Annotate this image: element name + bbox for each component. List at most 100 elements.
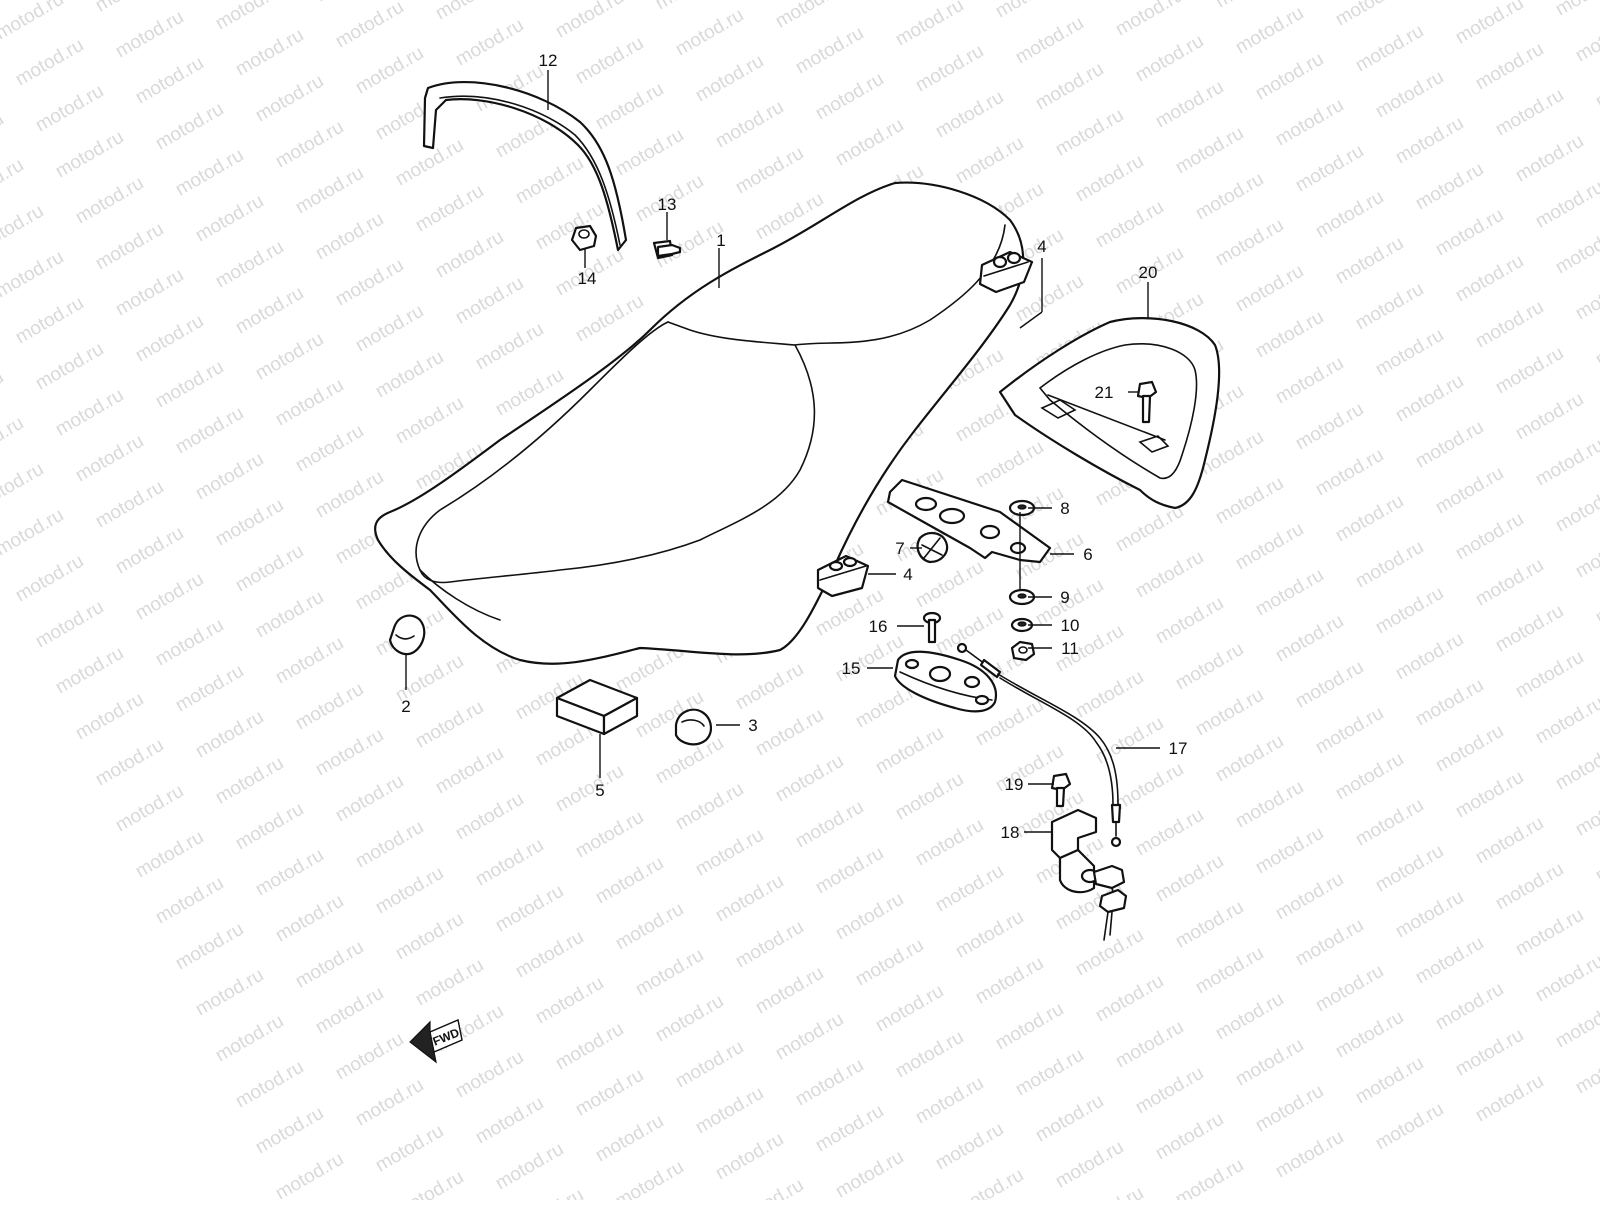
watermark-text: motod.ru (472, 835, 547, 891)
watermark-text: motod.ru (1032, 59, 1107, 115)
watermark-text: motod.ru (1272, 353, 1347, 409)
callout-1: 1 (716, 231, 725, 250)
watermark-text: motod.ru (1472, 39, 1547, 95)
watermark-text: motod.ru (1452, 0, 1527, 48)
part-6-bracket (886, 478, 1052, 564)
watermark-text: motod.ru (0, 247, 67, 303)
watermark-text: motod.ru (72, 431, 147, 487)
watermark-text: motod.ru (1152, 851, 1227, 907)
watermark-text: motod.ru (1192, 169, 1267, 225)
watermark-text: motod.ru (892, 769, 967, 825)
watermark-text: motod.ru (952, 133, 1027, 189)
watermark-text: motod.ru (412, 697, 487, 753)
watermark-text: motod.ru (252, 329, 327, 385)
part-13-bolt (652, 239, 682, 260)
watermark-text: motod.ru (152, 357, 227, 413)
part-20-tail-cover (998, 317, 1221, 510)
watermark-text: motod.ru (1312, 445, 1387, 501)
watermark-text: motod.ru (1392, 629, 1467, 685)
callout-10: 10 (1061, 616, 1080, 635)
watermark-text: motod.ru (772, 751, 847, 807)
part-14-collar (570, 224, 598, 252)
watermark-text: motod.ru (672, 5, 747, 61)
watermark-text: motod.ru (232, 283, 307, 339)
watermark-text: motod.ru (812, 843, 887, 899)
watermark-text: motod.ru (252, 1103, 327, 1159)
watermark-text: motod.ru (472, 319, 547, 375)
watermark-text: motod.ru (1072, 667, 1147, 723)
watermark-text: motod.ru (1312, 961, 1387, 1017)
watermark-text: motod.ru (1092, 713, 1167, 769)
watermark-text: motod.ru (552, 1019, 627, 1075)
watermark-text: motod.ru (1532, 693, 1600, 749)
part-15-latch (893, 650, 998, 713)
watermark-text: motod.ru (12, 551, 87, 607)
watermark-text: motod.ru (1392, 113, 1467, 169)
watermark-text: motod.ru (412, 181, 487, 237)
watermark-text: motod.ru (552, 761, 627, 817)
watermark-text: motod.ru (1412, 675, 1487, 731)
watermark-text: motod.ru (32, 597, 107, 653)
watermark-text: motod.ru (812, 1101, 887, 1157)
part-21-bolt (1136, 380, 1158, 424)
watermark-text: motod.ru (132, 827, 207, 883)
watermark-text: motod.ru (1172, 1155, 1247, 1200)
watermark-text: motod.ru (1252, 307, 1327, 363)
watermark-text: motod.ru (912, 1073, 987, 1129)
watermark-text: motod.ru (432, 743, 507, 799)
watermark-text: motod.ru (1432, 721, 1507, 777)
watermark-text: motod.ru (112, 523, 187, 579)
watermark-text: motod.ru (32, 81, 107, 137)
watermark-text: motod.ru (292, 421, 367, 477)
watermark-text: motod.ru (1592, 573, 1600, 629)
watermark-text: motod.ru (1552, 997, 1600, 1053)
watermark-text: motod.ru (1412, 159, 1487, 215)
watermark-text: motod.ru (1412, 933, 1487, 989)
watermark-text: motod.ru (1092, 971, 1167, 1027)
watermark-text: motod.ru (1272, 869, 1347, 925)
watermark-text: motod.ru (212, 753, 287, 809)
watermark-text: motod.ru (592, 1111, 667, 1167)
watermark-text: motod.ru (1112, 501, 1187, 557)
watermark-text: motod.ru (952, 907, 1027, 963)
watermark-text: motod.ru (792, 797, 867, 853)
watermark-text: motod.ru (512, 927, 587, 983)
watermark-text: motod.ru (892, 0, 967, 50)
part-17-cable (956, 642, 1122, 848)
watermark-text: motod.ru (512, 153, 587, 209)
watermark-text: motod.ru (1332, 1007, 1407, 1063)
watermark-text: motod.ru (1472, 1071, 1547, 1127)
watermark-text: motod.ru (692, 51, 767, 107)
watermark-text: motod.ru (872, 0, 947, 4)
watermark-text: motod.ru (712, 1129, 787, 1185)
watermark-text: motod.ru (1452, 251, 1527, 307)
watermark-text: motod.ru (272, 633, 347, 689)
watermark-text: motod.ru (1132, 31, 1207, 87)
watermark-text: motod.ru (1352, 795, 1427, 851)
watermark-text: motod.ru (1472, 813, 1547, 869)
watermark-text: motod.ru (1352, 279, 1427, 335)
watermark-text: motod.ru (332, 0, 407, 52)
watermark-text: motod.ru (572, 1065, 647, 1121)
watermark-text: motod.ru (392, 909, 467, 965)
watermark-text: motod.ru (1252, 1081, 1327, 1137)
watermark-text: motod.ru (432, 227, 507, 283)
part-19-bolt (1050, 772, 1072, 808)
callout-14: 14 (578, 269, 597, 288)
watermark-text: motod.ru (1452, 509, 1527, 565)
watermark-text: motod.ru (252, 587, 327, 643)
watermark-text: motod.ru (932, 603, 1007, 659)
watermark-text: motod.ru (32, 339, 107, 395)
leader-lines (405, 70, 1160, 833)
watermark-text: motod.ru (492, 881, 567, 937)
watermark-text: motod.ru (1572, 11, 1600, 67)
watermark-text: motod.ru (112, 7, 187, 63)
watermark-text: motod.ru (1532, 435, 1600, 491)
watermark-text: motod.ru (0, 201, 47, 257)
watermark-text: motod.ru (392, 393, 467, 449)
callout-3: 3 (748, 716, 757, 735)
watermark-text: motod.ru (1512, 131, 1587, 187)
callout-2: 2 (401, 697, 410, 716)
watermark-text: motod.ru (1112, 0, 1187, 40)
